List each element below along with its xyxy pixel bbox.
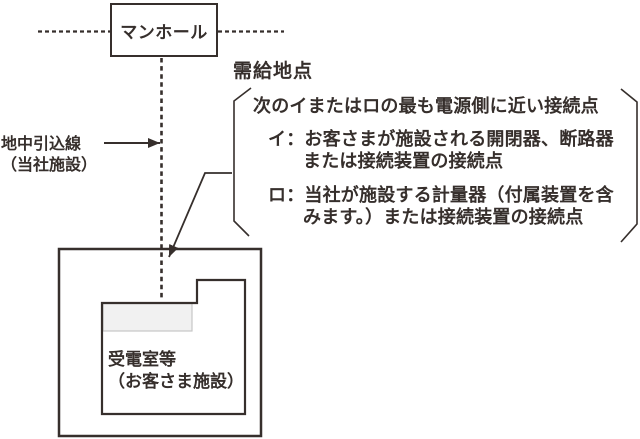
manhole-label: マンホール [120,22,208,42]
note-line: または接続装置の接続点 [303,151,504,171]
receiving-room-outline [100,278,247,416]
receiving-room-label: 受電室等 （お客さま施設） [108,349,244,392]
receiving-room-label-line2: （お客さま施設） [108,371,244,391]
note-line: イ：お客さまが施設される開閉器、断路器 [268,129,614,149]
note-bracket-right-icon [620,88,638,243]
receiving-room-label-line1: 受電室等 [108,350,176,369]
note-bracket-left-icon [233,87,252,237]
building-outline [57,247,263,438]
meter-area-rect [102,302,193,332]
supply-point-leader-arrow [168,172,232,258]
manhole-box: マンホール [110,3,218,57]
service-line-label-line2: （当社施設） [1,157,98,174]
note-line: 次のイまたはロの最も電源側に近い接続点 [253,96,599,116]
service-line-label: 地中引込線 （当社施設） [1,134,97,176]
note-line: ロ：当社が施設する計量器（付属装置を含 [268,185,614,205]
note-line: みます。）または接続装置の接続点 [303,207,584,227]
supply-point-heading: 需給地点 [233,61,314,82]
service-line-label-line1: 地中引込線 [1,136,82,153]
